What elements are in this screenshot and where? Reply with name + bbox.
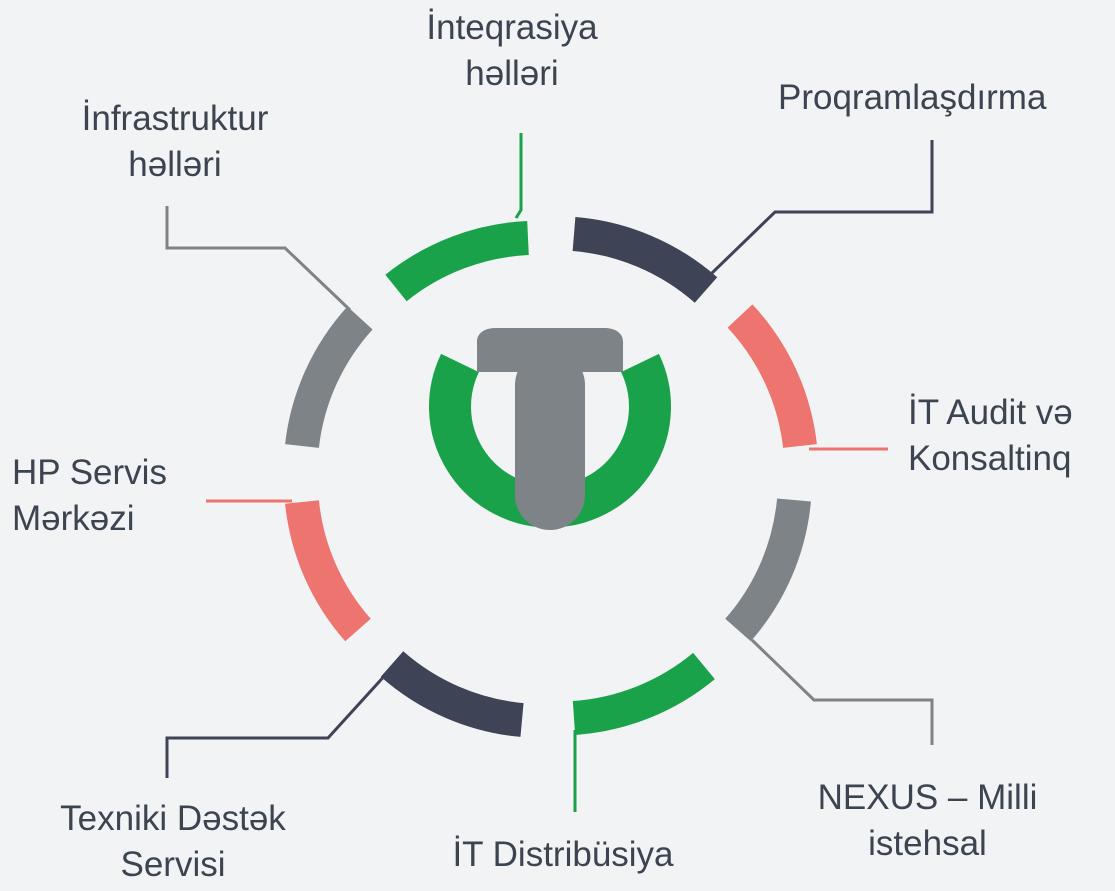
segment-integration <box>385 221 530 302</box>
segment-programming <box>572 217 718 303</box>
label-hp-service-line1: HP Servis <box>12 453 167 492</box>
connector-programming <box>710 140 934 275</box>
label-it-audit: İT Audit və Konsaltinq <box>908 390 1073 482</box>
label-hp-service-line2: Mərkəzi <box>12 499 135 538</box>
label-infrastructure-line1: İnfrastruktur <box>81 99 269 138</box>
label-it-distribution-line1: İT Distribüsiya <box>452 835 674 874</box>
segment-it-distribution <box>572 652 715 735</box>
label-integration-line2: həlləri <box>465 54 559 93</box>
label-tech-support-line2: Servisi <box>120 845 226 884</box>
label-infrastructure: İnfrastruktur həlləri <box>40 96 310 188</box>
label-tech-support-line1: Texniki Dəstək <box>60 799 286 838</box>
label-programming-line1: Proqramlaşdırma <box>778 78 1047 117</box>
label-nexus-line1: NEXUS – Milli <box>817 778 1038 817</box>
segment-nexus <box>725 498 811 642</box>
label-tech-support: Texniki Dəstək Servisi <box>28 796 318 888</box>
label-it-audit-line2: Konsaltinq <box>908 439 1072 478</box>
label-it-distribution: İT Distribüsiya <box>418 832 708 878</box>
label-nexus-line2: istehsal <box>868 824 987 863</box>
label-integration: İnteqrasiya həlləri <box>394 5 630 97</box>
connector-tech-support <box>165 670 390 778</box>
connector-infrastructure <box>165 206 352 312</box>
connector-nexus <box>750 638 934 745</box>
label-nexus: NEXUS – Milli istehsal <box>790 775 1065 867</box>
label-programming: Proqramlaşdırma <box>778 75 1046 121</box>
segment-hp-service <box>285 499 371 642</box>
segment-infrastructure <box>285 306 373 449</box>
label-integration-line1: İnteqrasiya <box>426 8 598 47</box>
label-it-audit-line1: İT Audit və <box>908 393 1073 432</box>
segment-tech-support <box>380 651 524 737</box>
label-infrastructure-line2: həlləri <box>128 145 222 184</box>
logo-icon <box>429 328 671 530</box>
connector-integration <box>514 133 523 219</box>
logo-t-stem <box>515 350 585 530</box>
segment-it-audit <box>727 304 817 449</box>
label-hp-service: HP Servis Mərkəzi <box>12 450 167 542</box>
